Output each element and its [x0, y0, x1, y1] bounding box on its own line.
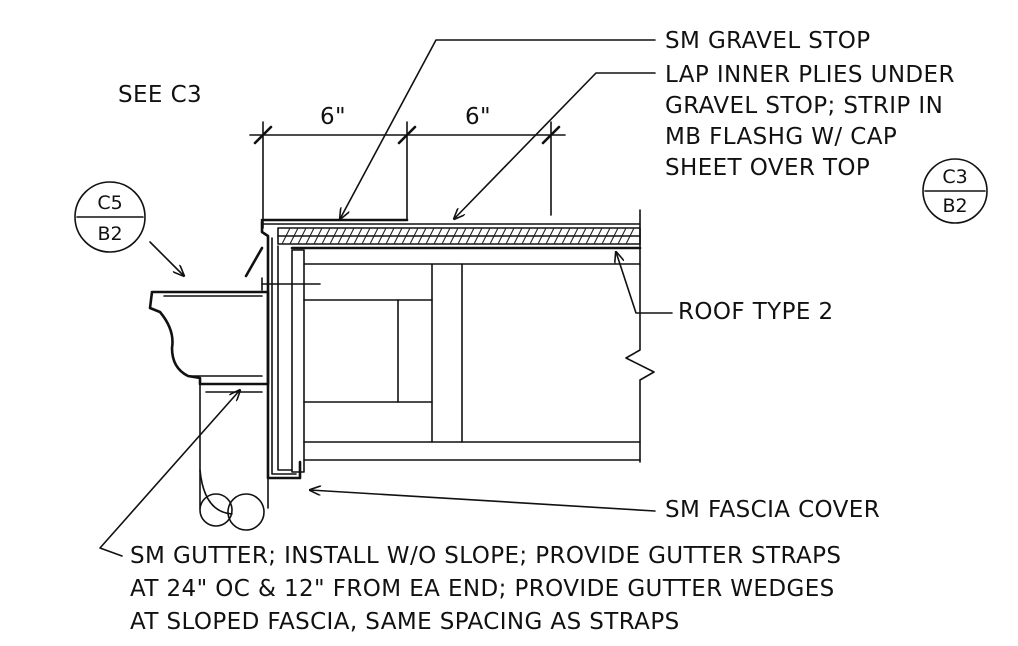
leader-lines [99, 39, 673, 557]
gutter-note-line-3: AT SLOPED FASCIA, SAME SPACING AS STRAPS [130, 609, 680, 635]
dimension-right-6in: 6" [465, 104, 491, 130]
framing [261, 249, 641, 473]
lap-plies-line-2: GRAVEL STOP; STRIP IN [665, 93, 943, 119]
dimension-left-6in: 6" [320, 104, 346, 130]
lap-plies-line-4: SHEET OVER TOP [665, 155, 870, 181]
roof-assembly [260, 209, 655, 463]
tag-c5-top: C5 [97, 192, 122, 214]
lap-plies-line-3: MB FLASHG W/ CAP [665, 124, 897, 150]
tag-c5-bottom: B2 [97, 223, 122, 245]
lap-plies-line-1: LAP INNER PLIES UNDER [665, 62, 955, 88]
tag-c3-top: C3 [942, 166, 967, 188]
see-c3-note: SEE C3 [118, 82, 202, 108]
reference-tag-c3-b2: C3 B2 [922, 158, 988, 224]
gravel-stop-label: SM GRAVEL STOP [665, 28, 871, 54]
gutter [148, 290, 270, 531]
gutter-note-line-1: SM GUTTER; INSTALL W/O SLOPE; PROVIDE GU… [130, 543, 841, 569]
gutter-note-line-2: AT 24" OC & 12" FROM EA END; PROVIDE GUT… [130, 576, 835, 602]
fascia-cover-label: SM FASCIA COVER [665, 497, 880, 523]
roof-type-label: ROOF TYPE 2 [678, 299, 834, 325]
tag-c3-bottom: B2 [942, 195, 967, 217]
dimension-string [249, 121, 566, 229]
reference-tag-c5-b2: C5 B2 [74, 181, 146, 253]
